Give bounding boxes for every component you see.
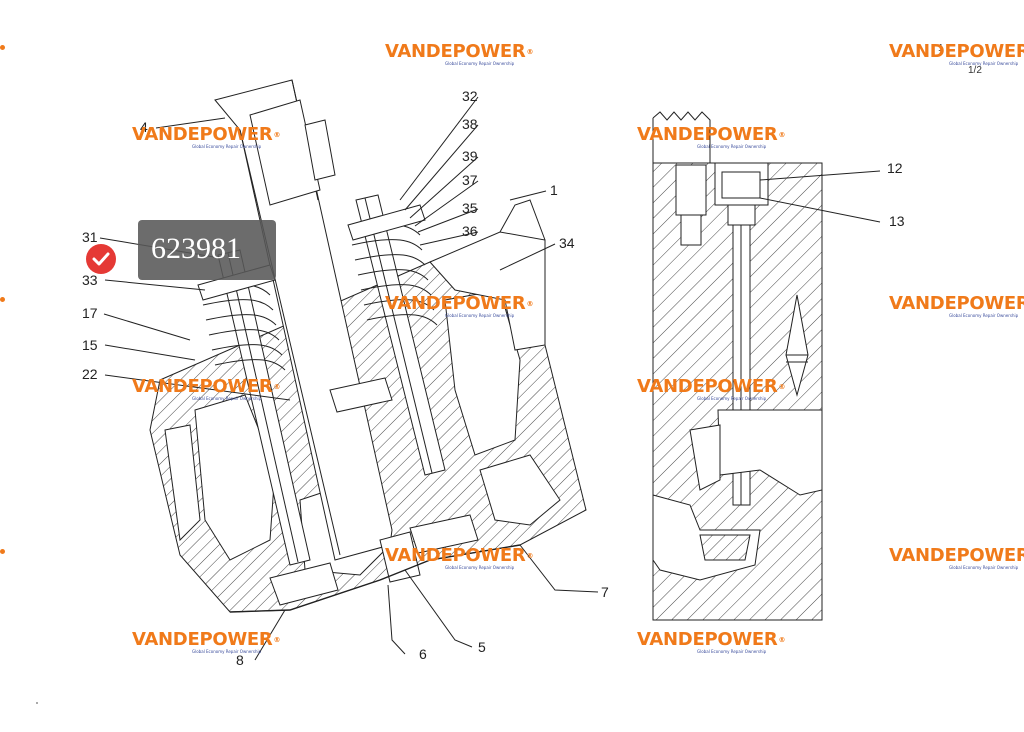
- callout-6: 6: [419, 646, 427, 662]
- watermark-logo: VANDEPOWER®Global Economy Repair Ownersh…: [889, 545, 1024, 571]
- callout-5: 5: [478, 639, 486, 655]
- watermark-logo: VANDEPOWER®Global Economy Repair Ownersh…: [889, 293, 1024, 319]
- watermark-logo: VANDEPOWER®Global Economy Repair Ownersh…: [637, 124, 786, 150]
- callout-1: 1: [550, 182, 558, 198]
- callout-39: 39: [462, 148, 478, 164]
- check-circle-icon: [86, 244, 116, 274]
- part-number-label: 623981: [151, 232, 241, 265]
- callout-34: 34: [559, 235, 575, 251]
- callout-37: 37: [462, 172, 478, 188]
- watermark-logo: VANDEPOWER®Global Economy Repair Ownersh…: [385, 293, 534, 319]
- watermark-logo: VANDEPOWER®Global Economy Repair Ownersh…: [385, 41, 534, 67]
- watermark-logo: VANDEPOWER®Global Economy Repair Ownersh…: [132, 124, 281, 150]
- watermark-logo: VANDEPOWER®Global Economy Repair Ownersh…: [132, 376, 281, 402]
- callout-31: 31: [82, 229, 98, 245]
- callout-36: 36: [462, 223, 478, 239]
- callout-4: 4: [140, 119, 148, 135]
- watermark-logo: VANDEPOWER®Global Economy Repair Ownersh…: [637, 376, 786, 402]
- callout-22: 22: [82, 366, 98, 382]
- watermark-logo: VANDEPOWER®Global Economy Repair Ownersh…: [889, 41, 1024, 67]
- callout-15: 15: [82, 337, 98, 353]
- callout-17: 17: [82, 305, 98, 321]
- doc-ref-partial: 1: [938, 43, 944, 54]
- callout-35: 35: [462, 200, 478, 216]
- callout-32: 32: [462, 88, 478, 104]
- edge-mark: [0, 297, 5, 302]
- watermark-logo: VANDEPOWER®Global Economy Repair Ownersh…: [132, 629, 281, 655]
- callout-13: 13: [889, 213, 905, 229]
- callout-33: 33: [82, 272, 98, 288]
- callout-8: 8: [236, 652, 244, 668]
- left-section-view: [99, 79, 599, 661]
- watermark-logo: VANDEPOWER®Global Economy Repair Ownersh…: [385, 545, 534, 571]
- right-section-view: [652, 111, 881, 621]
- callout-38: 38: [462, 116, 478, 132]
- callout-7: 7: [601, 584, 609, 600]
- part-number-badge: 623981: [138, 220, 276, 280]
- callout-12: 12: [887, 160, 903, 176]
- watermark-logo: VANDEPOWER®Global Economy Repair Ownersh…: [637, 629, 786, 655]
- edge-mark: [0, 549, 5, 554]
- doc-page-number: 1/2: [968, 65, 982, 76]
- edge-mark: [0, 45, 5, 50]
